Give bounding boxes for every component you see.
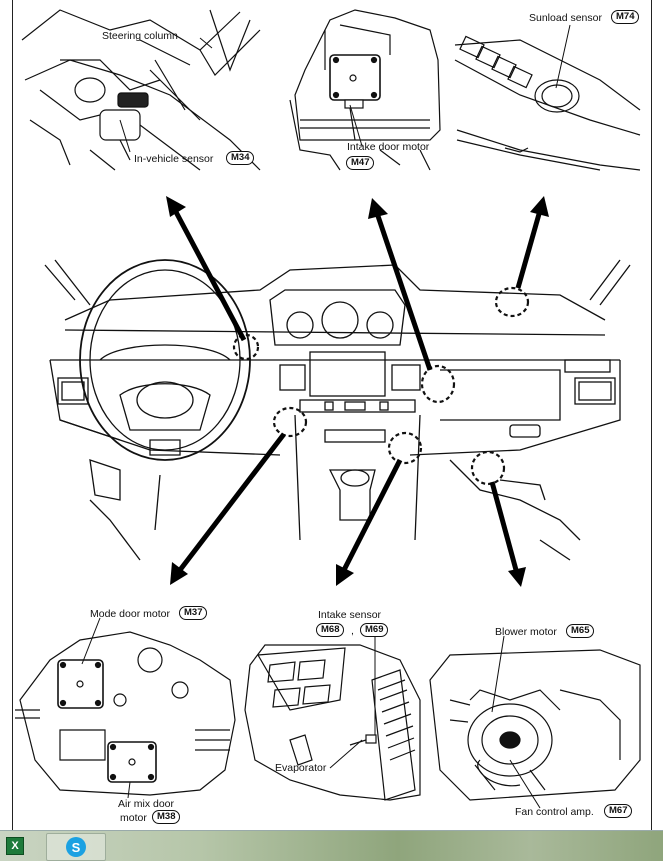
inset-intake-sensor <box>244 644 421 801</box>
locator-circles <box>232 286 530 486</box>
connector-m38: M38 <box>152 810 181 824</box>
inset-blower-motor <box>429 649 641 801</box>
label-sunload-sensor: Sunload sensor <box>529 12 602 24</box>
connector-m68: M68 <box>316 623 345 637</box>
label-intake-door-motor: Intake door motor <box>347 141 430 153</box>
label-fan-control-amp: Fan control amp. <box>515 806 594 818</box>
taskbar-excel-button[interactable]: X <box>4 833 26 859</box>
dashboard <box>44 259 631 561</box>
label-intake-sensor: Intake sensor <box>318 609 382 621</box>
excel-icon: X <box>6 837 24 855</box>
connector-m47: M47 <box>346 156 375 170</box>
connector-m37: M37 <box>179 606 208 620</box>
label-intake-sensor-separator: , <box>351 625 354 637</box>
label-mode-door-motor: Mode door motor <box>90 608 170 620</box>
inset-in-vehicle-sensor <box>21 9 261 171</box>
inset-sunload-sensor <box>454 35 641 171</box>
label-in-vehicle-sensor: In-vehicle sensor <box>134 153 214 165</box>
label-blower-motor: Blower motor <box>495 626 557 638</box>
pointer-arrows <box>166 196 549 587</box>
component-location-diagram <box>15 9 641 809</box>
taskbar: X S <box>0 830 663 861</box>
connector-m65: M65 <box>566 624 595 638</box>
taskbar-skype-button[interactable]: S <box>46 833 106 861</box>
inset-intake-door-motor <box>289 9 441 171</box>
connector-m67: M67 <box>604 804 633 818</box>
connector-m34: M34 <box>226 151 255 165</box>
label-evaporator: Evaporator <box>275 762 327 774</box>
skype-icon: S <box>66 837 86 857</box>
label-steering-column: Steering column <box>102 30 178 42</box>
leader-lines <box>81 24 571 809</box>
label-air-mix-door-line2: motor <box>120 812 147 824</box>
connector-m69: M69 <box>360 623 389 637</box>
label-air-mix-door-line1: Air mix door <box>118 798 175 810</box>
inset-mode-air-mix-motor <box>15 631 236 796</box>
connector-m74: M74 <box>611 10 640 24</box>
